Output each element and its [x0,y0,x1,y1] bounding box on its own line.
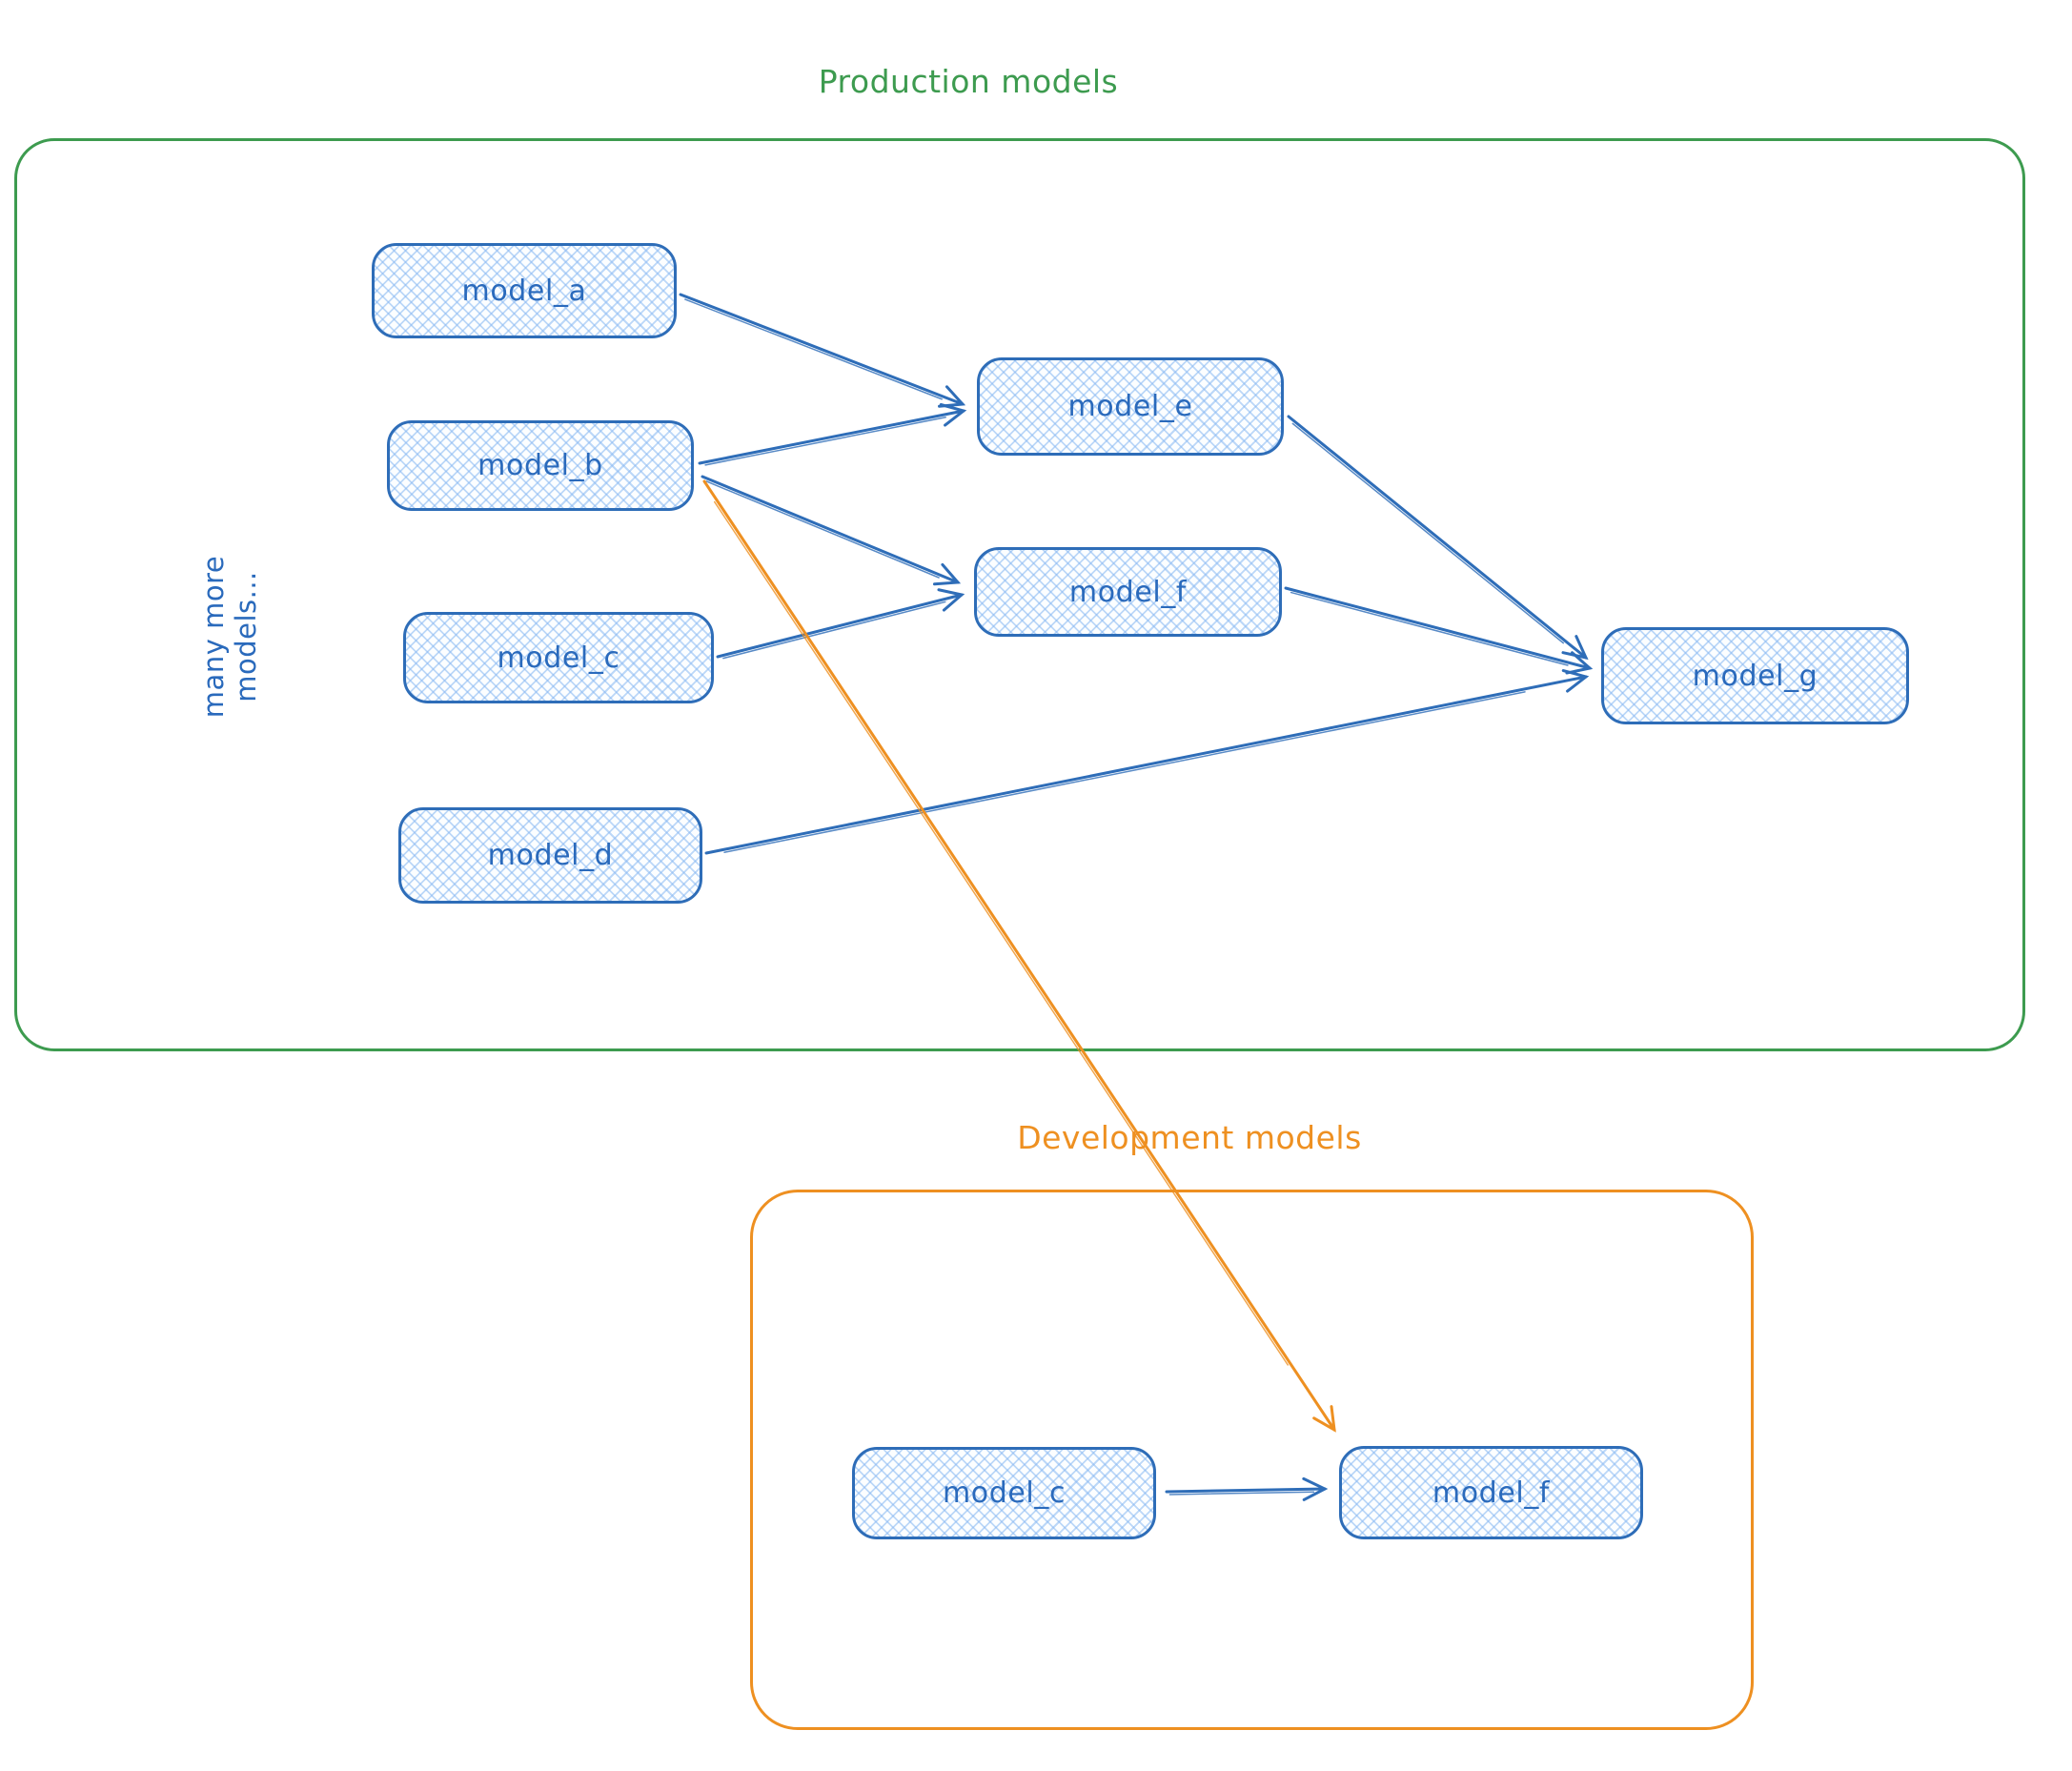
node-label-model_d: model_d [487,839,614,872]
node-model_e[interactable]: model_e [977,357,1284,456]
many-more-models-note[interactable]: many more models... [197,555,262,719]
arrow-model_b-to-dev_model_f[interactable] [702,479,1336,1433]
node-label-model_c: model_c [497,641,620,675]
node-model_a[interactable]: model_a [372,243,677,338]
node-label-model_f: model_f [1068,575,1188,609]
development-frame[interactable] [750,1190,1754,1730]
arrow-model_b-to-model_e[interactable] [698,402,967,466]
node-label-model_b: model_b [477,449,603,482]
node-model_d[interactable]: model_d [398,807,702,904]
node-model_f[interactable]: model_f [974,547,1282,637]
production-label[interactable]: Production models [818,63,1119,100]
arrow-model_a-to-model_e[interactable] [679,293,966,408]
arrow-model_f-to-model_g[interactable] [1284,586,1594,675]
node-dev_model_c[interactable]: model_c [852,1447,1156,1539]
node-label-model_a: model_a [461,274,587,308]
node-label-model_e: model_e [1067,390,1193,423]
node-model_g[interactable]: model_g [1601,627,1909,724]
node-label-dev_model_f: model_f [1432,1476,1551,1510]
arrow-model_c-to-model_f[interactable] [716,588,965,660]
node-model_b[interactable]: model_b [387,420,694,511]
arrow-dev_model_c-to-dev_model_f[interactable] [1165,1476,1329,1501]
production-frame[interactable] [14,138,2025,1051]
development-label[interactable]: Development models [1017,1119,1362,1156]
arrow-model_d-to-model_g[interactable] [704,669,1590,855]
arrow-model_b-to-model_f[interactable] [701,475,962,586]
node-label-dev_model_c: model_c [942,1476,1066,1510]
node-model_c[interactable]: model_c [403,612,714,703]
node-dev_model_f[interactable]: model_f [1339,1446,1643,1539]
node-label-model_g: model_g [1692,659,1818,693]
arrow-model_e-to-model_g[interactable] [1287,415,1589,661]
